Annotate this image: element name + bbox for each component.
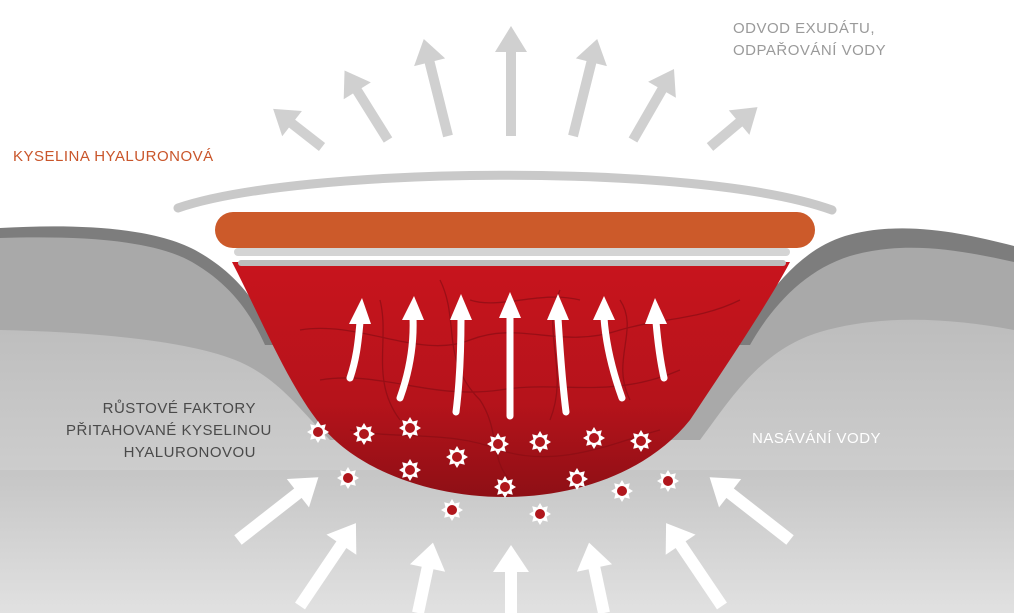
growth-factor-icon [611,480,633,502]
arrow-up-icon [557,35,612,140]
outflow-label-line-2: ODPAŘOVÁNÍ VODY [733,40,886,62]
water-absorption-label: NASÁVÁNÍ VODY [752,428,881,450]
growth-factor-icon [446,446,468,468]
outflow-label: ODVOD EXUDÁTU, ODPAŘOVÁNÍ VODY [733,18,886,62]
arrow-up-icon [495,26,527,136]
growth-factor-icon [630,430,652,452]
growth-factor-icon [529,503,551,525]
arrow-up-icon [619,61,688,148]
growth-factor-icon [399,417,421,439]
hyaluronic-acid-layer [215,212,815,248]
growth-factor-icon [583,427,605,449]
dressing-inner-line-1 [234,248,790,256]
growth-factor-icon [657,470,679,492]
growth-factor-icon [566,468,588,490]
growth-factor-icon [441,499,463,521]
arrow-up-icon [408,35,463,140]
dressing-inner-line-2 [238,260,786,266]
arrow-up-icon [263,96,332,159]
growth-factors-label-line-1: RŮSTOVÉ FAKTORY [66,398,256,420]
growth-factors-label-line-2: PŘITAHOVANÉ KYSELINOU [66,420,256,442]
arrow-up-icon [700,95,768,159]
growth-factor-icon [307,421,329,443]
growth-factor-icon [399,459,421,481]
growth-factor-icon [353,423,375,445]
outflow-label-line-1: ODVOD EXUDÁTU, [733,18,886,40]
growth-factor-icon [487,433,509,455]
growth-factor-icon [494,476,516,498]
dressing-top-line [178,175,832,210]
growth-factor-icon [337,467,359,489]
growth-factors-label-line-3: HYALURONOVOU [66,442,256,464]
growth-factors-label: RŮSTOVÉ FAKTORY PŘITAHOVANÉ KYSELINOU HY… [66,398,256,464]
growth-factor-icon [529,431,551,453]
hyaluronic-acid-label: KYSELINA HYALURONOVÁ [13,146,214,168]
arrow-up-icon [331,62,402,148]
outflow-arrows [263,26,767,160]
